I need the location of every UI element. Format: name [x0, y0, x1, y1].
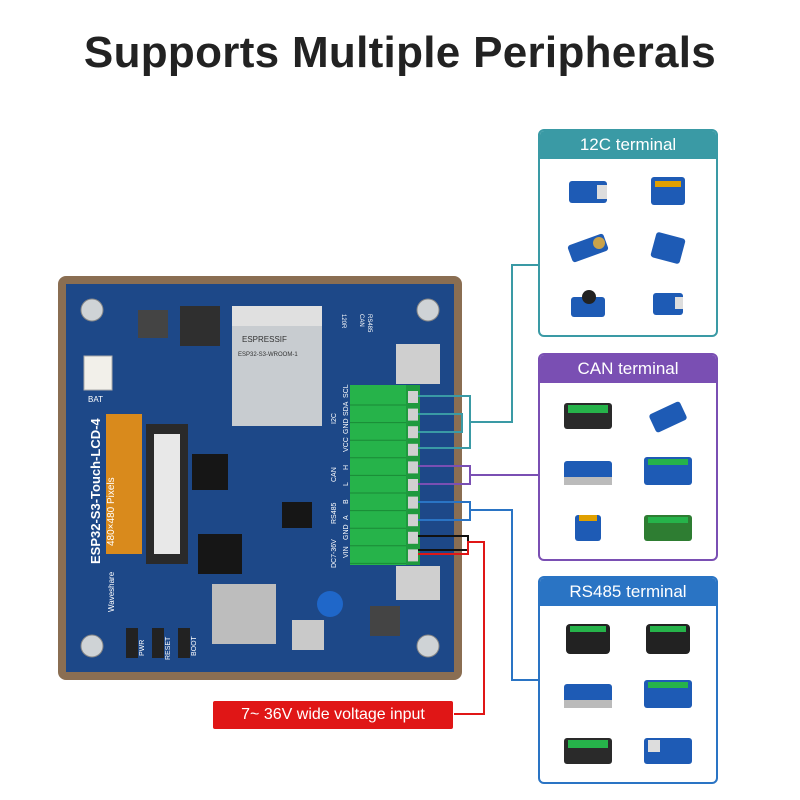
voltage-input-label: 7~ 36V wide voltage input	[213, 701, 453, 729]
i2c-module	[550, 277, 626, 329]
rs485-module	[630, 668, 706, 720]
pin-label: VCC	[343, 437, 350, 452]
i2c-module	[630, 221, 706, 273]
mount-hole	[80, 298, 104, 322]
rs485-module	[550, 612, 626, 664]
switch-label-can: CAN	[358, 314, 364, 327]
pin-label: VIN	[343, 546, 350, 558]
rs485-module	[630, 612, 706, 664]
rs485-terminal-panel: RS485 terminal	[538, 576, 718, 784]
can-module	[550, 389, 626, 441]
boot-label: BOOT	[191, 635, 198, 656]
mount-hole	[80, 634, 104, 658]
can-module	[630, 389, 706, 441]
terminal-screw	[408, 461, 418, 474]
mount-hole	[416, 298, 440, 322]
terminal-screw	[408, 391, 418, 403]
i2c-module	[550, 221, 626, 273]
usb-c-port	[292, 620, 324, 650]
rs485-panel-header: RS485 terminal	[540, 578, 716, 606]
group-label: I2C	[331, 413, 338, 424]
terminal-screw	[408, 443, 418, 456]
pin-label: B	[343, 499, 350, 504]
bat-label: BAT	[88, 395, 103, 404]
battery-connector	[83, 355, 113, 391]
i2c-module	[630, 277, 706, 329]
pin-label: SDA	[343, 401, 350, 416]
board-illustration: ESP32-S3-Touch-LCD-4 480×480 Pixels Wave…	[66, 284, 454, 672]
fpc-ribbon	[106, 414, 142, 554]
switch-label-120r: 120R	[340, 314, 346, 329]
terminal-screw	[408, 426, 418, 439]
pin-label: H	[343, 465, 350, 470]
mount-hole	[416, 634, 440, 658]
i2c-panel-header: 12C terminal	[540, 131, 716, 159]
rs485-module	[550, 724, 626, 776]
can-module	[630, 501, 706, 553]
terminal-screw	[408, 408, 418, 421]
terminal-screw	[408, 549, 418, 562]
group-label: DC7-36V	[331, 539, 338, 568]
terminal-screw	[408, 479, 418, 491]
pin-label: GND	[343, 524, 350, 540]
i2c-module	[630, 165, 706, 217]
board-resolution-text: 480×480 Pixels	[106, 477, 117, 546]
group-label: RS485	[331, 502, 338, 524]
pin-label: GND	[343, 418, 350, 434]
boot-button	[178, 628, 190, 658]
pwr-label: PWR	[139, 640, 146, 656]
terminal-block	[350, 385, 420, 565]
i2c-terminal-panel: 12C terminal	[538, 129, 718, 337]
board-model-text: ESP32-S3-Touch-LCD-4	[88, 418, 103, 564]
pin-label: SCL	[343, 384, 350, 398]
can-module	[630, 445, 706, 497]
pin-label: L	[343, 482, 350, 486]
terminal-screw	[408, 514, 418, 527]
rs485-module	[630, 724, 706, 776]
group-label: CAN	[331, 467, 338, 482]
reset-button	[152, 628, 164, 658]
page-title: Supports Multiple Peripherals	[83, 28, 717, 77]
sd-slot	[212, 584, 276, 644]
terminal-screw	[408, 531, 418, 544]
terminal-screw	[408, 496, 418, 509]
capacitor	[317, 591, 343, 617]
chip-model-text: ESP32-S3-WROOM-1	[238, 352, 298, 358]
pin-label: A	[343, 515, 350, 520]
can-module	[550, 445, 626, 497]
brand-text: Waveshare	[107, 571, 116, 612]
can-module	[550, 501, 626, 553]
pwr-button	[126, 628, 138, 658]
switch-label-rs485: RS485	[366, 314, 372, 333]
can-panel-header: CAN terminal	[540, 355, 716, 383]
pin-labels: SCL SDA GND VCC H L B A GND VIN I2C CAN …	[331, 384, 350, 568]
chip-brand-text: ESPRESSIF	[242, 335, 287, 344]
rs485-module	[550, 668, 626, 720]
can-terminal-panel: CAN terminal	[538, 353, 718, 561]
i2c-module	[550, 165, 626, 217]
reset-label: RESET	[165, 636, 172, 660]
